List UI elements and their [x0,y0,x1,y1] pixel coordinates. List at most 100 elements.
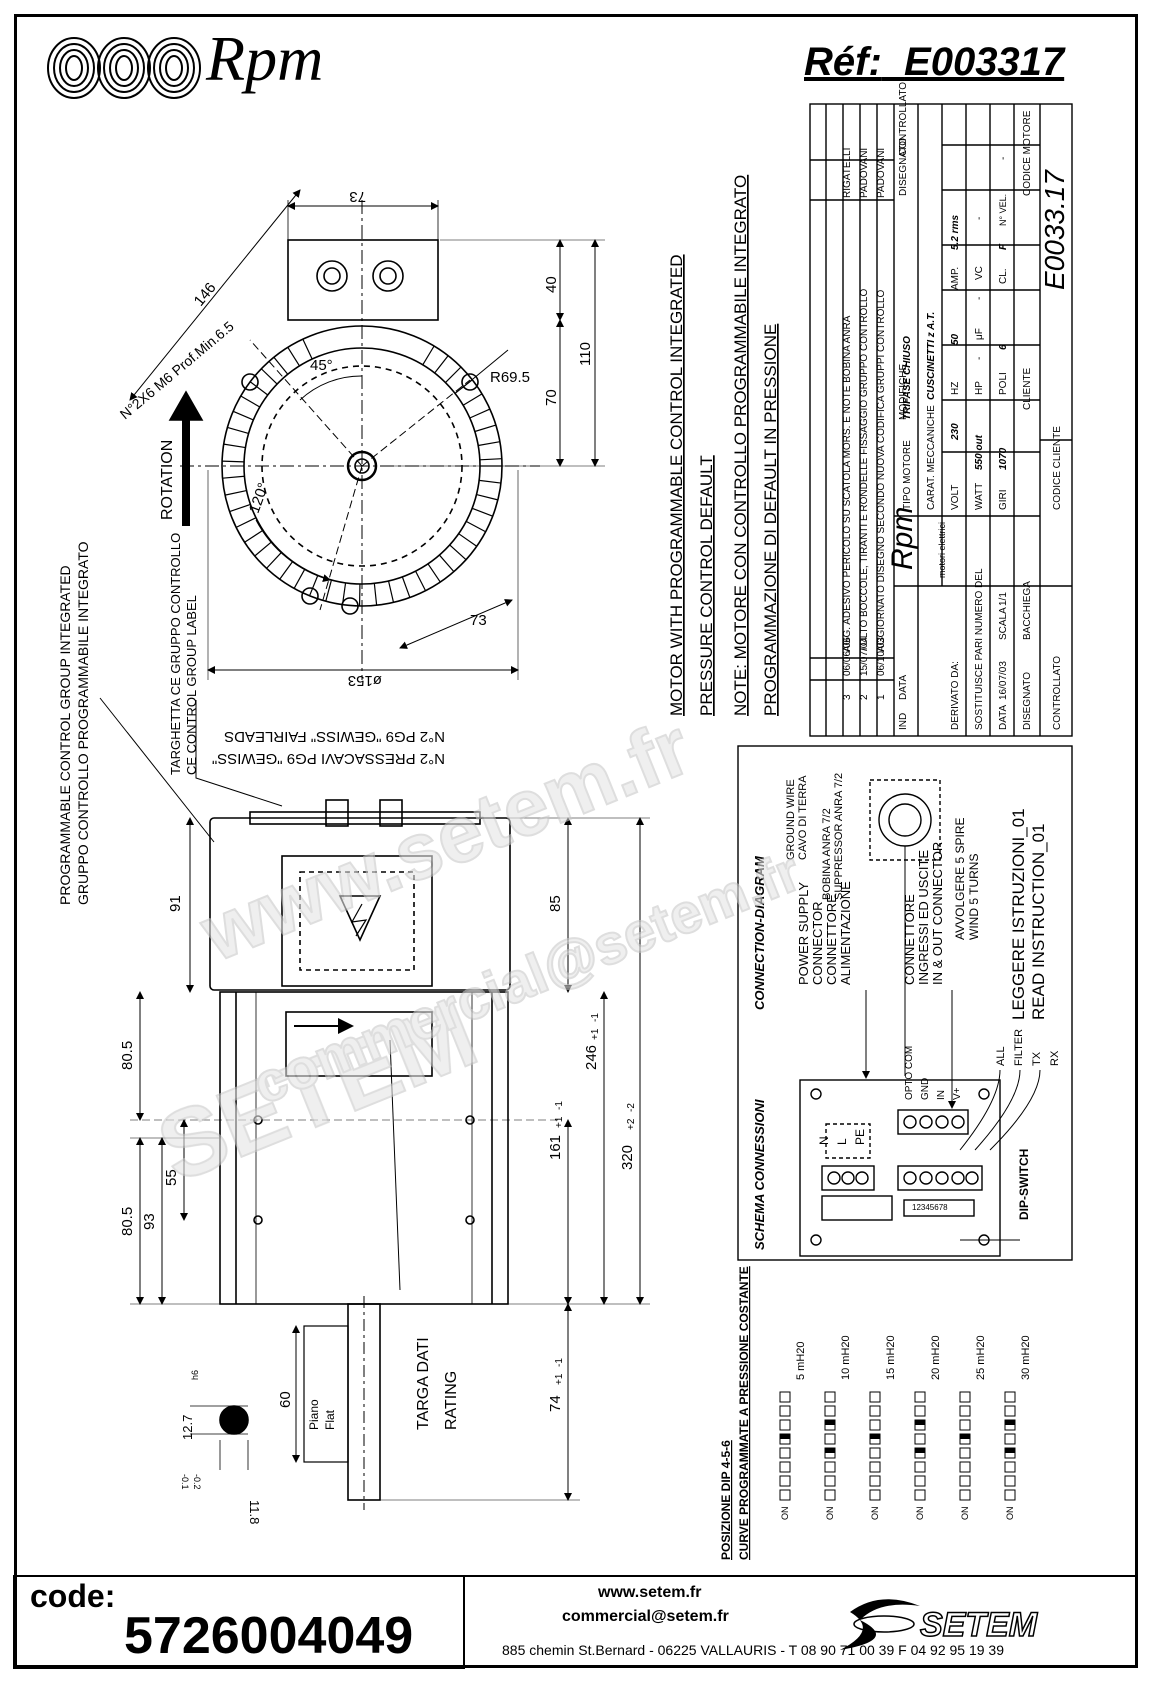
ref-label: Réf: [804,40,882,84]
dip-switch-cell [914,1391,926,1403]
cooling-fin [308,575,319,597]
ground-label-1: GROUND WIRE [785,779,797,860]
dim-40: 40 [543,276,560,293]
rev-2-ind: 2 [859,694,870,700]
tol-161-minus: -1 [554,1101,565,1110]
cooling-fin [427,563,441,583]
term-n: N [817,1136,831,1145]
cl-val: F [998,243,1009,250]
cliente-label: CLIENTE [1022,367,1033,410]
io-label-2: INGRESSI ED USCITE [916,850,931,985]
rev-2-desc: TOLTO BOCCOLE, TIRANTI E RONDELLE FISSAG… [859,289,870,652]
cooling-fin [235,517,257,528]
dip-switch-cell [914,1433,926,1445]
dip-switch-cell [914,1475,926,1487]
tol-161-plus: +1 [554,1116,565,1128]
cooling-fin [232,410,254,421]
cooling-fin [474,424,497,433]
dip-switch-cell [824,1461,836,1473]
hdr-ind: IND [898,713,909,730]
rev-1-ind: 1 [876,694,887,700]
dip-setting-label: 15 mH20 [885,1335,897,1380]
hdr-modifiche: MODIFICHE [898,364,909,420]
tol-74-minus: -1 [554,1358,565,1367]
dip-on-label: ON [825,1507,835,1521]
dim-60: 60 [277,1391,294,1408]
dim-73-diag: 73 [470,612,487,629]
data-label: DATA [998,704,1009,730]
footer-email[interactable]: commercial@setem.fr [562,1608,729,1625]
dip-switch-cell [824,1405,836,1417]
cooling-fin [445,366,462,383]
dip-switch-cell [959,1475,971,1487]
code-label: code: [30,1578,116,1614]
avv-label-2: WIND 5 TURNS [967,854,981,940]
cooling-fin [229,503,251,513]
cooling-fin [260,368,278,385]
uf-val: - [974,297,985,300]
power-label-4: ALIMENTAZIONE [838,881,853,985]
hz-label: HZ [950,382,961,395]
dip-switch-cell [824,1391,836,1403]
giri-val: 1070 [998,447,1009,470]
poli-val: 6 [998,344,1009,350]
power-label-3: CONNETTORE [824,894,839,985]
reference: Réf: E003317 [804,40,1064,85]
flat-label: Flat [323,1409,337,1430]
hp-label: HP [974,381,985,395]
rev-2-date: 15/07/04 [859,637,870,676]
dip-switch-cell [1004,1461,1016,1473]
dip-setting-label: 25 mH20 [975,1335,987,1380]
dim-246: 246 [583,1045,600,1070]
coil-suppressor-icon [878,793,932,847]
tol-shaft-1: -0.1 [180,1474,190,1490]
control-board [799,1079,1001,1257]
rev-3-ind: 3 [842,694,853,700]
dip-switch-cell [959,1419,971,1431]
setem-logo: SETEM [840,1599,1039,1650]
pcg-label-1: PROGRAMMABLE CONTROL GROUP INTEGRATED [57,565,73,905]
board-chip [825,1123,871,1159]
cooling-fin [479,479,502,484]
dip-switch-cell [1004,1475,1016,1487]
cooling-fin [465,520,486,533]
dip-switch-cell [779,1419,791,1431]
cooling-fin [254,541,272,557]
power-terminal [821,1165,875,1191]
dip-setting-group: ON 25 mH20 [959,1335,987,1521]
dip-switch-cell [779,1405,791,1417]
hdr-disegnato: DISEGNATO [898,138,909,196]
dim-93: 93 [141,1213,158,1230]
conn-title-en: CONNECTION-DIAGRAM [752,855,767,1010]
footer-web[interactable]: www.setem.fr [598,1584,702,1601]
coil-logo-icon [47,37,201,99]
cooling-fin [302,338,313,360]
codice-motore-val: E0033.17 [1039,169,1070,290]
terminal-box [287,239,439,321]
cooling-fin [438,554,455,573]
leggere-label: LEGGERE ISTRUZIONI_01 [1009,808,1028,1020]
dim-146: 146 [191,279,220,309]
control-cover [281,855,433,987]
dim-320: 320 [619,1145,636,1170]
pg-note-1: N°2 PG9 "GEWISS" FAIRLEADS [224,728,445,745]
dip-setting-group: ON 10 mH20 [824,1335,852,1521]
ground-label-2: CAVO DI TERRA [797,775,809,860]
tol-320-plus: +2 [626,1118,637,1130]
dip-switch-on [870,1434,880,1439]
dip-switch-cell [869,1405,881,1417]
rating-plate [285,1011,433,1077]
dip-setting-label: 10 mH20 [840,1335,852,1380]
dim-70: 70 [543,389,560,406]
dip-switch-on [825,1448,835,1453]
rev-1-desc: AGGIORNATO DISEGNO SECONDO NUOVA CODIFIC… [876,290,887,652]
sostituisce: SOSTITUISCE PARI NUMERO DEL [974,568,985,730]
cooling-fin [401,576,411,598]
cl-label: CL. [998,268,1009,284]
dip-on-label: ON [960,1507,970,1521]
scala-label: SCALA [998,607,1009,640]
power-label-1: POWER SUPPLY [796,882,811,985]
dip-switch-cell [779,1447,791,1459]
drawing-frame [14,14,1138,1668]
cooling-fin [434,355,449,374]
